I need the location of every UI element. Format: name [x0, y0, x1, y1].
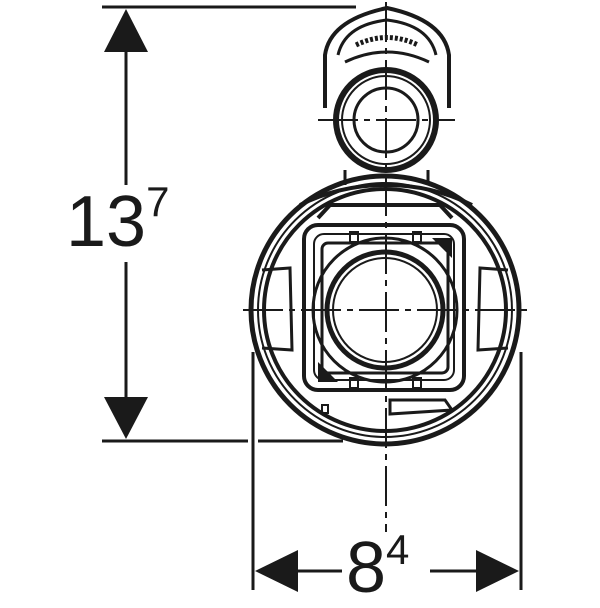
height-dimension-superscript: 7	[146, 178, 170, 225]
center-lines	[243, 2, 530, 600]
width-dimension-value: 8	[346, 528, 387, 608]
arrow-down-icon	[104, 397, 148, 439]
arrow-right-icon	[476, 550, 519, 592]
arrow-up-icon	[104, 9, 148, 52]
arrow-left-icon	[255, 550, 298, 592]
width-dimension-label: 84	[342, 529, 414, 604]
height-dimension-label: 137	[64, 181, 172, 258]
width-dimension-superscript: 4	[386, 526, 410, 573]
height-dimension-value: 13	[66, 182, 147, 262]
